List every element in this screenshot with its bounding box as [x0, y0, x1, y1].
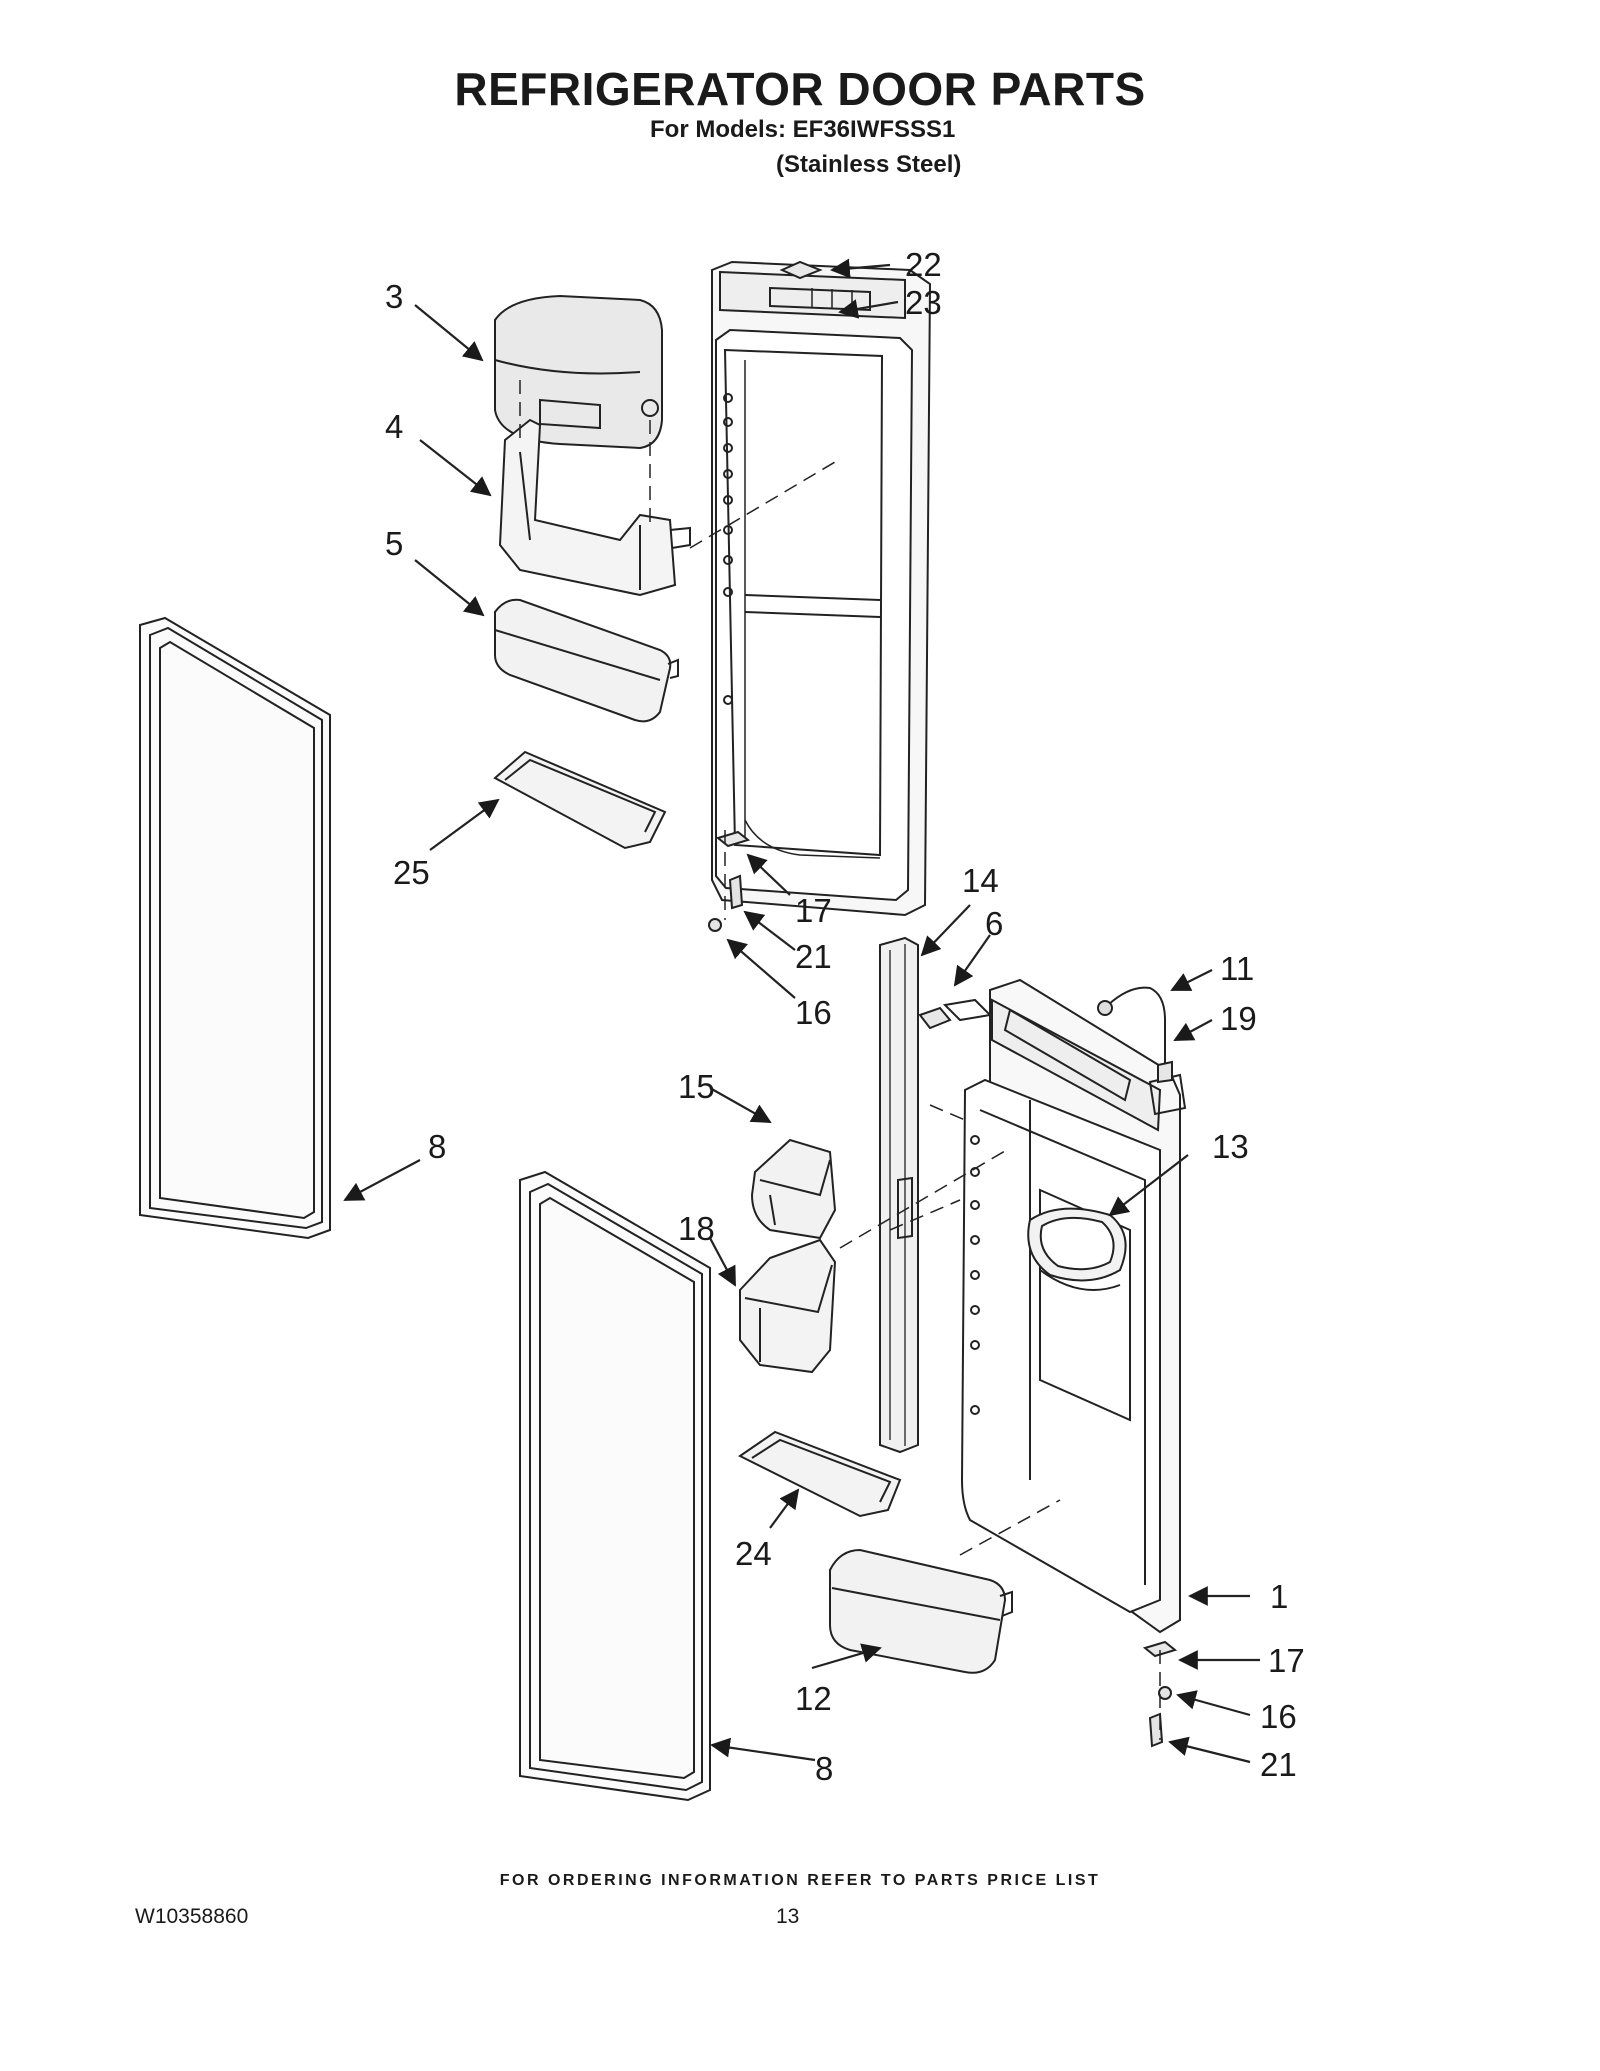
- callout-15: 15: [678, 1068, 715, 1105]
- callout-1: 1: [1270, 1578, 1288, 1615]
- ordering-note: FOR ORDERING INFORMATION REFER TO PARTS …: [499, 1872, 1101, 1889]
- callout-24: 24: [735, 1535, 772, 1572]
- page-number: 13: [776, 1905, 800, 1928]
- callout-8-lower: 8: [815, 1750, 833, 1787]
- callout-16-upper: 16: [795, 994, 832, 1031]
- part-12-door-bin: [829, 1548, 1013, 1674]
- page-title: REFRIGERATOR DOOR PARTS: [454, 63, 1146, 115]
- finish-line: (Stainless Steel): [776, 151, 962, 178]
- callout-6: 6: [985, 905, 1003, 942]
- part-8-lower-door-gasket: [519, 1170, 711, 1802]
- part-17-lower-washer: [1142, 1640, 1178, 1658]
- part-21-lower-screw: [1148, 1712, 1164, 1748]
- callout-11: 11: [1220, 950, 1254, 987]
- callout-5: 5: [385, 525, 403, 562]
- part-5-door-bin: [494, 598, 679, 723]
- callout-13: 13: [1212, 1128, 1249, 1165]
- upper-door-liner: [711, 260, 932, 917]
- part-8-upper-door-gasket: [139, 616, 331, 1240]
- callout-3: 3: [385, 278, 403, 315]
- callout-21-upper: 21: [795, 938, 832, 975]
- assembly-dashed-lines: [519, 380, 1161, 1740]
- part-6-screw: [918, 1006, 952, 1030]
- callout-12: 12: [795, 1680, 832, 1717]
- part-11-fitting: [1097, 1000, 1113, 1016]
- part-16-lower-nut: [1158, 1686, 1172, 1700]
- callout-23: 23: [905, 284, 942, 321]
- part-19-clip: [1157, 1060, 1173, 1084]
- part-21-upper-screw: [728, 874, 744, 910]
- callout-22: 22: [905, 246, 942, 283]
- callout-17-lower: 17: [1268, 1642, 1305, 1679]
- part-24-shelf: [738, 1430, 902, 1518]
- part-16-upper-nut: [708, 918, 722, 932]
- part-4-dairy-bin: [498, 418, 691, 597]
- document-number: W10358860: [135, 1905, 249, 1928]
- model-line: For Models: EF36IWFSSS1: [650, 116, 956, 143]
- part-3-dairy-cover: [494, 294, 663, 450]
- callout-17-upper: 17: [795, 892, 832, 929]
- part-18-door-bin: [739, 1238, 837, 1374]
- callout-18: 18: [678, 1210, 715, 1247]
- callout-19: 19: [1220, 1000, 1257, 1037]
- part-15-door-bin: [750, 1138, 837, 1240]
- part-25-shelf: [493, 750, 667, 850]
- callout-14: 14: [962, 862, 999, 899]
- callout-25: 25: [393, 854, 430, 891]
- callout-21-lower: 21: [1260, 1746, 1297, 1783]
- part-22-cap: [779, 260, 823, 280]
- callout-8-upper: 8: [428, 1128, 446, 1165]
- callout-labels: 22 23 3 4 5 25 17 21 16 14 6 11 19 8 15 …: [385, 246, 1305, 1787]
- callout-4: 4: [385, 408, 403, 445]
- part-11-tube: [1107, 986, 1166, 1068]
- callout-16-lower: 16: [1260, 1698, 1297, 1735]
- callout-leaders: [343, 258, 1260, 1764]
- part-14-channel: [879, 936, 919, 1454]
- lower-door-liner: [942, 978, 1187, 1634]
- part-13-dispenser-trim: [1027, 1207, 1127, 1291]
